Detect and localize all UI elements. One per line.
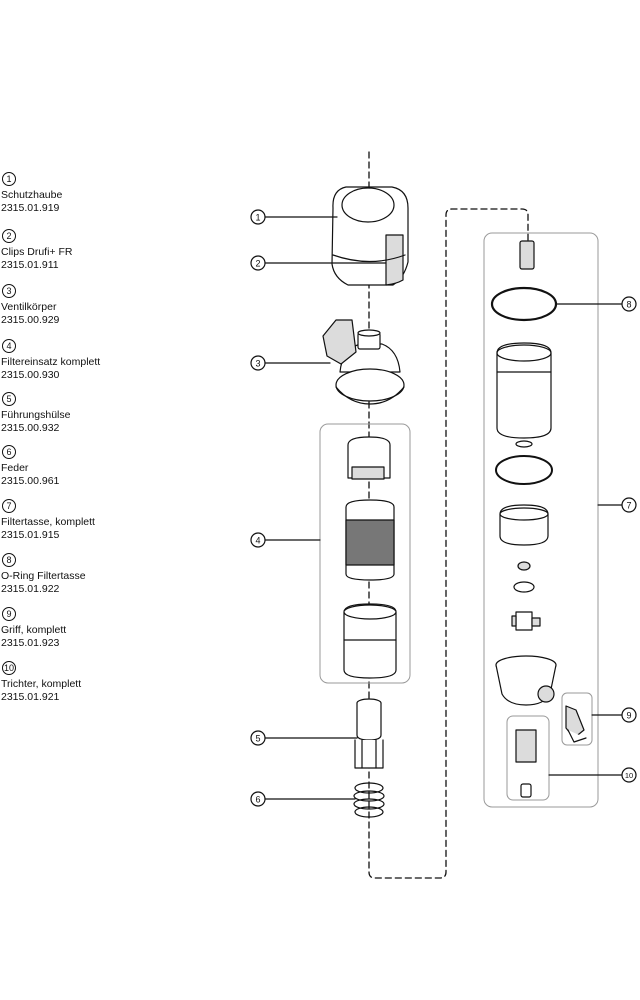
svg-text:4: 4 <box>255 536 260 546</box>
legend-item-8: 8 O-Ring Filtertasse 2315.01.922 <box>1 553 149 596</box>
callout-8: 8 <box>621 296 637 312</box>
legend-part-number: 2315.01.915 <box>1 529 60 541</box>
legend-number: 9 <box>2 607 16 621</box>
legend-number: 5 <box>2 392 16 406</box>
legend-part-name: Filtertasse, komplett <box>1 516 95 528</box>
callout-9: 9 <box>621 707 637 723</box>
callout-2: 2 <box>250 255 266 271</box>
legend-part-number: 2315.00.961 <box>1 475 60 487</box>
assembly-axis-line <box>368 151 529 879</box>
legend-number: 7 <box>2 499 16 513</box>
legend-number: 3 <box>2 284 16 298</box>
legend-item-6: 6 Feder 2315.00.961 <box>1 445 149 488</box>
legend-part-number: 2315.01.919 <box>1 202 60 214</box>
group-box-filter-bowl <box>483 232 599 808</box>
svg-text:6: 6 <box>255 795 260 805</box>
legend-item-9: 9 Griff, komplett 2315.01.923 <box>1 607 149 650</box>
legend-item-10: 10 Trichter, komplett 2315.01.921 <box>1 661 149 704</box>
legend-part-name: Clips Drufi+ FR <box>1 246 73 258</box>
callout-5: 5 <box>250 730 266 746</box>
legend-part-number: 2315.00.932 <box>1 422 60 434</box>
callout-3: 3 <box>250 355 266 371</box>
legend-number: 6 <box>2 445 16 459</box>
part-trichter <box>495 655 557 798</box>
part-schutzhaube <box>331 186 409 286</box>
part-ventilkoerper <box>322 319 405 405</box>
legend-part-name: Griff, komplett <box>1 624 67 636</box>
legend-part-number: 2315.01.923 <box>1 637 60 649</box>
legend-part-name: Ventilkörper <box>1 301 57 313</box>
legend-item-5: 5 Führungshülse 2315.00.932 <box>1 392 149 435</box>
callout-1: 1 <box>250 209 266 225</box>
legend-number: 2 <box>2 229 16 243</box>
legend-item-2: 2 Clips Drufi+ FR 2315.01.911 <box>1 229 149 272</box>
svg-text:7: 7 <box>626 501 631 511</box>
svg-text:2: 2 <box>255 259 260 269</box>
svg-text:5: 5 <box>255 734 260 744</box>
callout-10: 10 <box>621 767 637 783</box>
svg-text:8: 8 <box>626 300 631 310</box>
legend-number: 8 <box>2 553 16 567</box>
callout-6: 6 <box>250 791 266 807</box>
legend-item-4: 4 Filtereinsatz komplett 2315.00.930 <box>1 339 149 382</box>
legend-part-number: 2315.00.929 <box>1 314 60 326</box>
svg-text:1: 1 <box>255 213 260 223</box>
group-box-handle <box>561 692 593 746</box>
group-box-funnel <box>506 715 550 801</box>
legend-part-number: 2315.00.930 <box>1 369 60 381</box>
svg-text:9: 9 <box>626 711 631 721</box>
legend-number: 1 <box>2 172 16 186</box>
part-feder <box>353 782 385 818</box>
legend-item-7: 7 Filtertasse, komplett 2315.01.915 <box>1 499 149 542</box>
legend-number: 4 <box>2 339 16 353</box>
svg-text:3: 3 <box>255 359 260 369</box>
legend-part-name: O-Ring Filtertasse <box>1 570 86 582</box>
part-griff <box>565 705 587 743</box>
legend-part-number: 2315.01.922 <box>1 583 60 595</box>
legend-part-number: 2315.01.921 <box>1 691 60 703</box>
svg-text:10: 10 <box>625 771 633 780</box>
legend-part-name: Trichter, komplett <box>1 678 82 690</box>
part-fuehrungshuelse <box>354 698 384 769</box>
part-filtertasse-stack <box>490 240 558 631</box>
callout-7: 7 <box>621 497 637 513</box>
leader-lines <box>264 216 623 800</box>
legend-item-3: 3 Ventilkörper 2315.00.929 <box>1 284 149 327</box>
legend-number: 10 <box>2 661 16 675</box>
part-filtereinsatz <box>343 436 397 679</box>
legend-part-name: Führungshülse <box>1 409 71 421</box>
callout-4: 4 <box>250 532 266 548</box>
legend-part-name: Schutzhaube <box>1 189 63 201</box>
parts-legend: 1 Schutzhaube 2315.01.919 2 Clips Drufi+… <box>0 0 150 1000</box>
legend-part-name: Filtereinsatz komplett <box>1 356 101 368</box>
group-box-filter-insert <box>319 423 411 684</box>
legend-item-1: 1 Schutzhaube 2315.01.919 <box>1 172 149 215</box>
legend-part-number: 2315.01.911 <box>1 259 59 271</box>
legend-part-name: Feder <box>1 462 29 474</box>
